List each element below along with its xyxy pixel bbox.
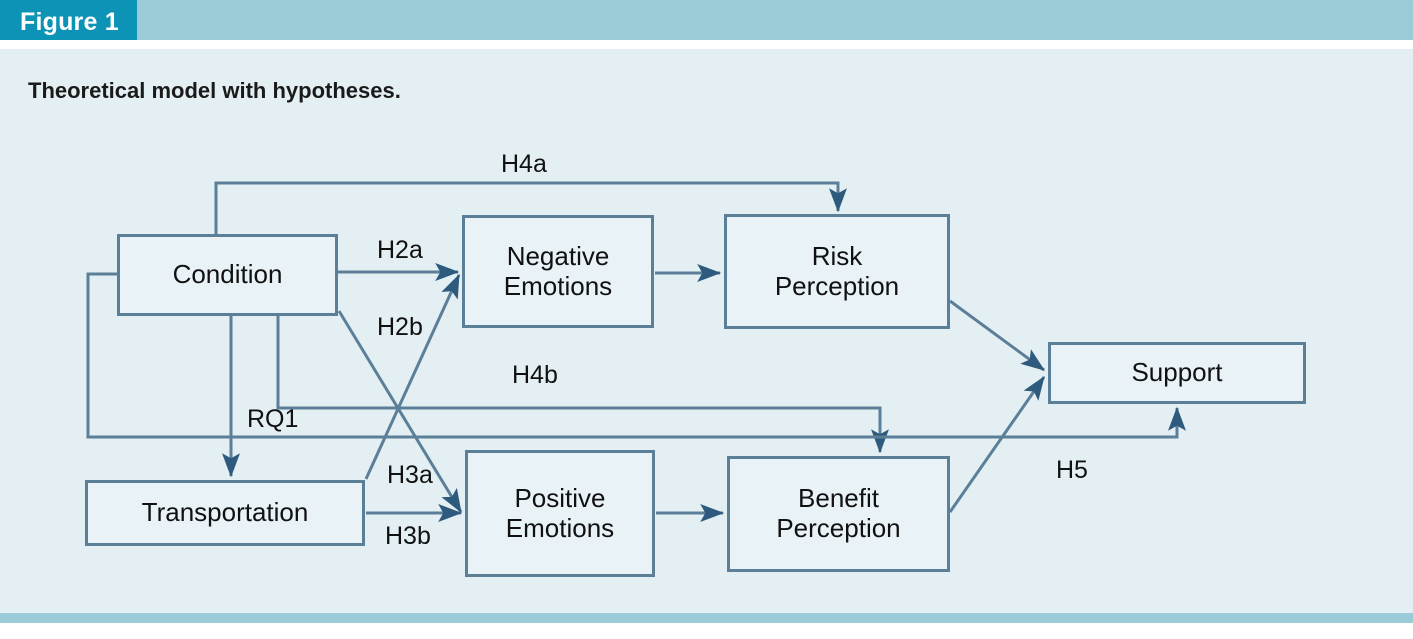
node-negative-emotions-label-line2: Emotions (503, 270, 613, 301)
node-risk-perception-label-line2: Perception (774, 270, 900, 301)
node-support-label: Support (1131, 357, 1223, 388)
node-positive-emotions-label-line2: Emotions (505, 512, 615, 543)
edge-h5-path (948, 376, 1046, 513)
footer-band (0, 613, 1413, 623)
edge-label-h4a: H4a (501, 150, 547, 178)
edge-h4b-path (276, 316, 890, 454)
figure-number-tab: Figure 1 (0, 0, 137, 42)
edge-h3a-path (364, 273, 461, 480)
node-transportation-label: Transportation (141, 497, 309, 528)
node-negative-emotions[interactable]: Negative Emotions (462, 215, 654, 328)
node-risk-perception[interactable]: Risk Perception (724, 214, 950, 329)
edge-label-h5: H5 (1056, 456, 1088, 484)
edge-label-h3b: H3b (385, 522, 431, 550)
node-condition[interactable]: Condition (117, 234, 338, 316)
node-transportation[interactable]: Transportation (85, 480, 365, 546)
node-condition-label: Condition (172, 259, 283, 290)
node-benefit-perception[interactable]: Benefit Perception (727, 456, 950, 572)
edge-rq1-path (86, 272, 1186, 439)
node-support[interactable]: Support (1048, 342, 1306, 404)
edge-h4a-path (214, 181, 848, 234)
edge-label-h3a: H3a (387, 461, 433, 489)
edge-label-h2b: H2b (377, 313, 423, 341)
figure-number-label: Figure 1 (20, 8, 119, 36)
edge-label-rq1: RQ1 (247, 405, 299, 433)
edge-label-h4b: H4b (512, 361, 558, 389)
header-band (0, 0, 1413, 40)
edge-label-h2a: H2a (377, 236, 423, 264)
edge-h2b-path (337, 310, 463, 514)
footer-white-space (0, 623, 1413, 639)
node-positive-emotions[interactable]: Positive Emotions (465, 450, 655, 577)
node-positive-emotions-label-line1: Positive (514, 482, 606, 513)
figure-caption: Theoretical model with hypotheses. (28, 78, 401, 103)
node-risk-perception-label-line1: Risk (811, 240, 863, 271)
node-benefit-perception-label-line2: Perception (776, 513, 901, 543)
node-negative-emotions-label-line1: Negative (506, 240, 610, 271)
header-divider (0, 40, 1413, 49)
edge-risk-support-path (949, 299, 1045, 372)
node-benefit-perception-label-line1: Benefit (798, 483, 879, 514)
